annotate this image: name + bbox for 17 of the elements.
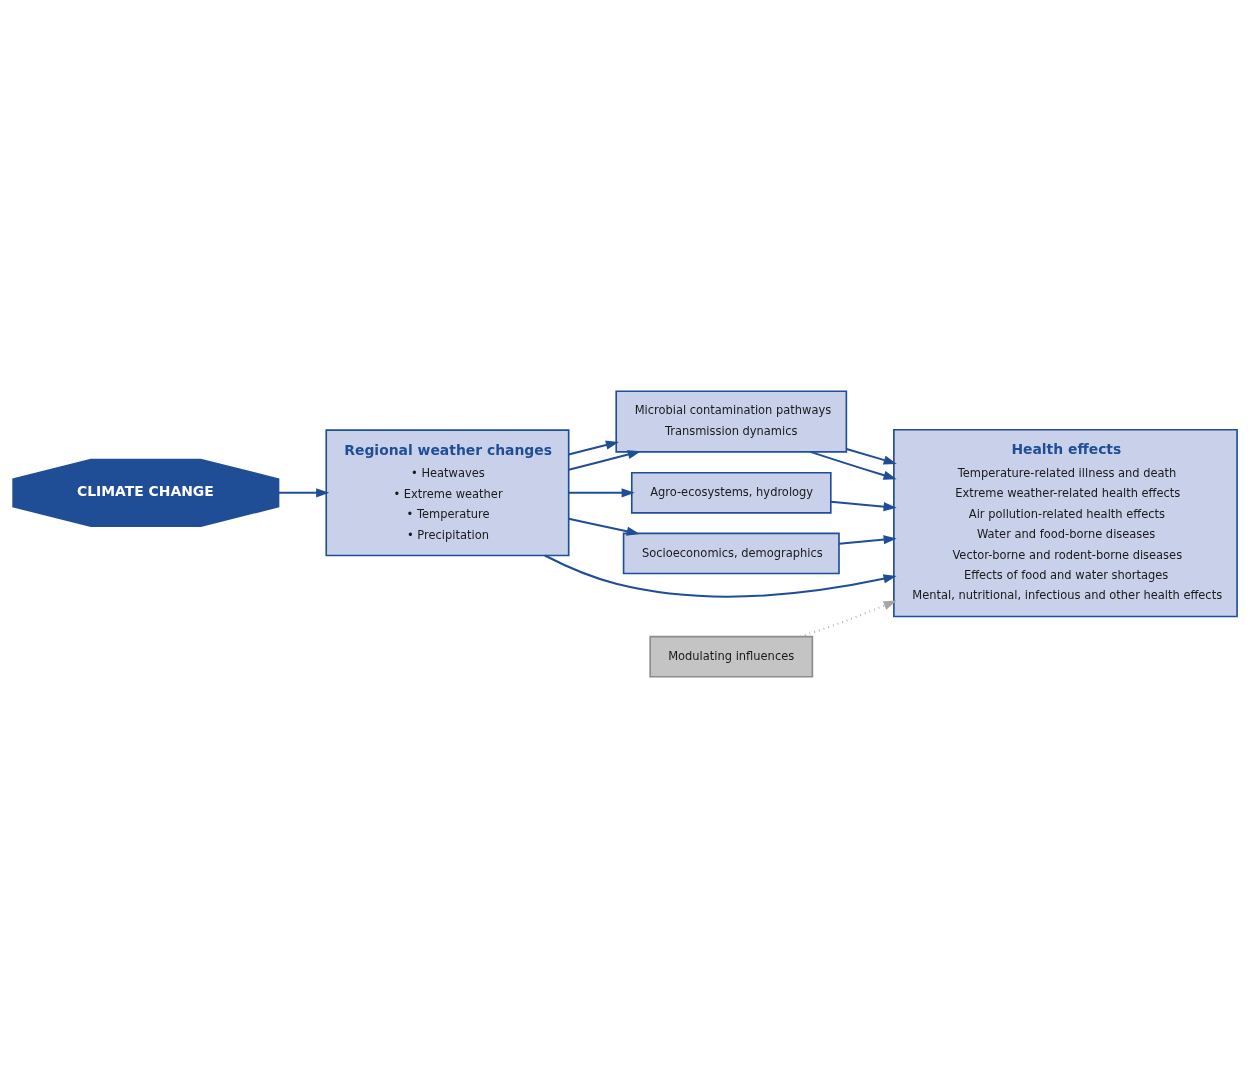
arrow [278, 488, 330, 498]
node-box: Modulating influences [649, 635, 814, 678]
arrow [568, 450, 641, 471]
node-box: Socioeconomics, demographics [622, 532, 840, 575]
arrow [830, 500, 897, 512]
arrow [544, 554, 897, 598]
arrow [568, 517, 640, 536]
arrow [568, 440, 619, 456]
arrow [799, 600, 897, 638]
node-box: Regional weather changes • Heatwaves • Extreme weather • Temperature • Precipitation [325, 429, 570, 557]
arrow [568, 488, 635, 498]
arrow [846, 447, 897, 465]
node-box: Microbial contamination pathways Transmission dynamics [615, 390, 848, 453]
arrow [839, 535, 897, 545]
node-box: Health effects Temperature-related illness and death Extreme weather-related health effects Air pollution-related health effects Water and food-borne diseases Vector-borne and rodent-borne diseases Effects of food and water shortages Mental, nutritional, infectious and other health effects [893, 428, 1238, 618]
node-box: Agro-ecosystems, hydrology [630, 471, 832, 514]
arrow [810, 450, 897, 480]
